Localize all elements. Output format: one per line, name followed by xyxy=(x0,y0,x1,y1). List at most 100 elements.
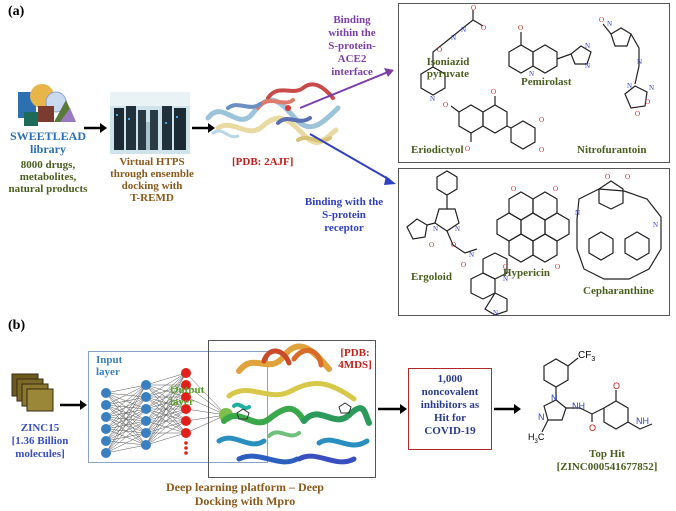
svg-text:O: O xyxy=(555,263,560,271)
arrow-platform-to-hits xyxy=(378,404,407,414)
svg-text:N: N xyxy=(493,309,498,315)
nn-edge xyxy=(185,384,227,416)
ergoloid-ring-c xyxy=(470,272,496,300)
lactam-nh: NH xyxy=(636,416,649,426)
nn-edge xyxy=(185,396,227,416)
svg-text:N: N xyxy=(433,225,438,233)
svg-text:N: N xyxy=(461,26,466,34)
nn-edge xyxy=(105,408,147,454)
top-hit-line-2: [ZINC000541677852] xyxy=(556,461,658,473)
logo-brown-block xyxy=(38,106,54,122)
svg-text:N: N xyxy=(653,221,658,229)
arrow-htps-to-protein xyxy=(192,123,215,133)
arrow-library-to-htps xyxy=(84,123,107,133)
svg-text:O: O xyxy=(605,173,610,181)
amide-n: N xyxy=(572,401,579,411)
binding-receptor-text: Binding with the S-protein receptor xyxy=(292,196,396,235)
sweetlead-name-2: library xyxy=(30,142,66,156)
cf3-text: CF xyxy=(578,350,592,361)
methyl-group: H3C xyxy=(528,432,544,445)
binding-interface-5: interface xyxy=(331,66,373,78)
pemirolast-tetrazole xyxy=(570,45,592,65)
sweetlead-desc-3: natural products xyxy=(8,183,88,195)
eriodictyol-ring-a xyxy=(458,104,484,134)
nn-edge xyxy=(145,420,187,446)
cepharanthine-ring-1 xyxy=(598,180,624,210)
panel-b-label: (b) xyxy=(8,318,26,333)
nn-node-layer-2 xyxy=(141,416,151,426)
amide-h: H xyxy=(578,401,586,411)
nitrofurantoin-furan xyxy=(610,27,632,47)
nn-edge xyxy=(145,372,187,398)
spike-ace2-protein-structure xyxy=(205,82,341,145)
svg-text:O: O xyxy=(553,185,558,193)
nn-edge xyxy=(145,396,187,446)
zinc15-line-2: [1.36 Billion xyxy=(11,435,69,447)
nn-ellipsis-dot xyxy=(184,446,188,450)
nn-edge xyxy=(105,432,147,454)
atom-o-lactam: O xyxy=(613,381,621,391)
nn-edge xyxy=(105,384,147,406)
svg-text:N: N xyxy=(637,58,642,66)
output-layer-line-1: Output xyxy=(170,384,205,396)
svg-text:O: O xyxy=(471,4,476,12)
logo-teal-block xyxy=(24,112,38,126)
svg-text:N: N xyxy=(585,62,590,70)
nn-edge xyxy=(145,408,187,446)
pemirolast-label: Pemirolast xyxy=(521,76,572,88)
nn-node-layer-1 xyxy=(101,412,111,422)
svg-text:N: N xyxy=(529,70,534,78)
nn-node-layer-1 xyxy=(101,436,111,446)
cepharanthine-label: Cepharanthine xyxy=(583,285,654,297)
nn-edge xyxy=(145,372,187,446)
arrow-zinc-to-network xyxy=(60,400,87,410)
nn-node-layer-3 xyxy=(181,428,191,438)
svg-text:N: N xyxy=(575,209,580,217)
nn-ellipsis-dot xyxy=(184,451,188,455)
nn-node-layer-2 xyxy=(141,428,151,438)
hits-line-2: noncovalent xyxy=(421,386,479,398)
atom-o-amide: O xyxy=(589,423,597,433)
nn-node-layer-3 xyxy=(181,404,191,414)
isoniazid-label: Isoniazid pyruvate xyxy=(403,56,493,80)
nn-edge xyxy=(105,384,147,454)
svg-text:O: O xyxy=(518,24,523,32)
nn-edge xyxy=(185,414,227,434)
svg-text:O: O xyxy=(465,145,470,153)
sweetlead-name: SWEETLEAD xyxy=(9,129,87,143)
nn-node-layer-3 xyxy=(181,392,191,402)
sweetlead-text: SWEETLEAD library 8000 drugs, metabolite… xyxy=(2,129,94,196)
svg-text:O: O xyxy=(437,46,442,54)
ergoloid-pyrrolidine xyxy=(406,218,428,240)
eriodictyol-ring-b xyxy=(510,120,536,150)
svg-text:N: N xyxy=(627,82,632,90)
eriodictyol-ring-c xyxy=(482,104,508,134)
svg-text:O: O xyxy=(599,16,604,24)
nn-node-layer-1 xyxy=(101,388,111,398)
svg-text:O: O xyxy=(443,101,448,109)
nn-edge xyxy=(145,372,187,422)
zinc15-text: ZINC15 [1.36 Billion molecules] xyxy=(0,422,80,461)
pdb-4mds-label: [PDB: 4MDS] xyxy=(335,347,375,371)
ergoloid-phenyl xyxy=(436,170,458,196)
htps-text: Virtual HTPS through ensemble docking wi… xyxy=(96,156,208,204)
svg-text:O: O xyxy=(481,24,486,32)
arrow-hits-to-top-hit xyxy=(494,404,521,414)
svg-text:O: O xyxy=(461,261,466,269)
ergoloid-ring xyxy=(434,208,460,232)
nn-edge xyxy=(105,384,147,418)
cepharanthine-ring-2 xyxy=(588,231,614,261)
zinc15-line-1: ZINC15 xyxy=(20,422,60,434)
nitrofurantoin-hydantoin xyxy=(624,85,648,109)
isoniazid-label-1: Isoniazid xyxy=(426,56,470,68)
neural-network-box xyxy=(88,351,268,463)
nn-edge xyxy=(185,372,227,416)
ergoloid-label: Ergoloid xyxy=(411,271,452,283)
ergoloid-indole xyxy=(484,292,508,315)
svg-text:N: N xyxy=(649,84,654,92)
sweetlead-desc-2: metabolites, xyxy=(19,171,77,183)
hypericin-core xyxy=(496,191,570,263)
server-room-image xyxy=(110,92,190,154)
